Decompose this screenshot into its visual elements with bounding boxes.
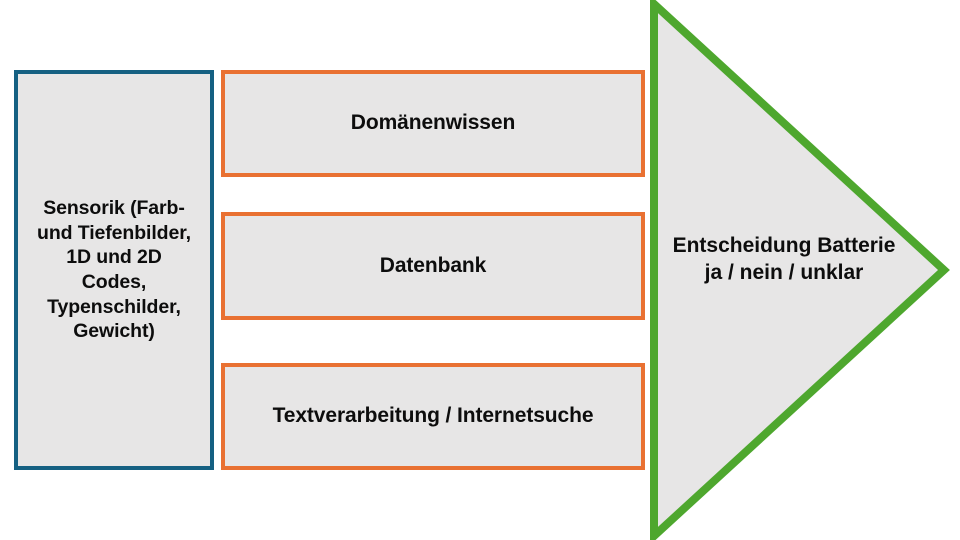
decision-triangle-shape: [650, 0, 950, 540]
process-label-domain-knowledge: Domänenwissen: [350, 111, 516, 135]
process-label-database: Datenbank: [379, 253, 487, 277]
process-label-text-processing: Textverarbeitung / Internetsuche: [272, 404, 594, 428]
process-box-text-processing[interactable]: Textverarbeitung / Internetsuche: [221, 363, 645, 470]
process-box-domain-knowledge[interactable]: Domänenwissen: [221, 70, 645, 177]
process-box-database[interactable]: Datenbank: [221, 212, 645, 320]
decision-triangle[interactable]: Entscheidung Batterie ja / nein / unklar: [645, 0, 960, 540]
sensor-input-box[interactable]: Sensorik (Farb- und Tiefenbilder, 1D und…: [14, 70, 214, 470]
sensor-input-label: Sensorik (Farb- und Tiefenbilder, 1D und…: [37, 197, 191, 343]
